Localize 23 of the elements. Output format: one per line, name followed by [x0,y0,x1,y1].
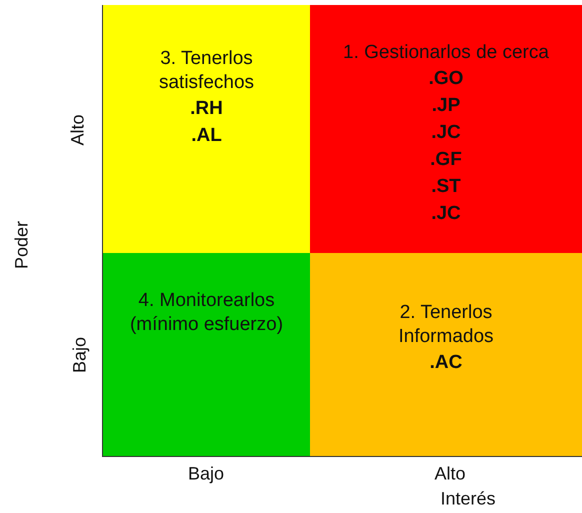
stakeholder-code: .JC [431,121,461,145]
quadrant-heading: 2. Tenerlos Informados [397,301,495,349]
stakeholder-code: .JP [432,94,460,118]
quadrant-heading: 3. Tenerlos satisfechos [158,47,256,95]
stakeholder-code: .JC [431,202,461,226]
stakeholder-code: .GO [428,67,464,91]
axis-label: Alto [68,114,88,146]
stakeholder-code: .AC [430,351,462,375]
axis-label: Interés [440,488,496,510]
stakeholder-code: .ST [431,175,461,199]
axis-label: Poder [12,220,32,270]
quadrant-heading: 4. Monitorearlos (mínimo esfuerzo) [128,289,284,337]
axis-label: Bajo [188,464,224,484]
axis-label: Alto [434,464,466,484]
quadrant-box [310,5,582,253]
quadrant-box [310,253,582,456]
quadrant-box [103,5,310,253]
quadrant-box [103,253,310,456]
stakeholder-code: .RH [190,97,223,121]
quadrant-heading: 1. Gestionarlos de cerca [343,41,549,65]
stakeholder-code: .AL [191,124,222,148]
stakeholder-code: .GF [430,148,462,172]
axis-label: Bajo [70,336,90,374]
